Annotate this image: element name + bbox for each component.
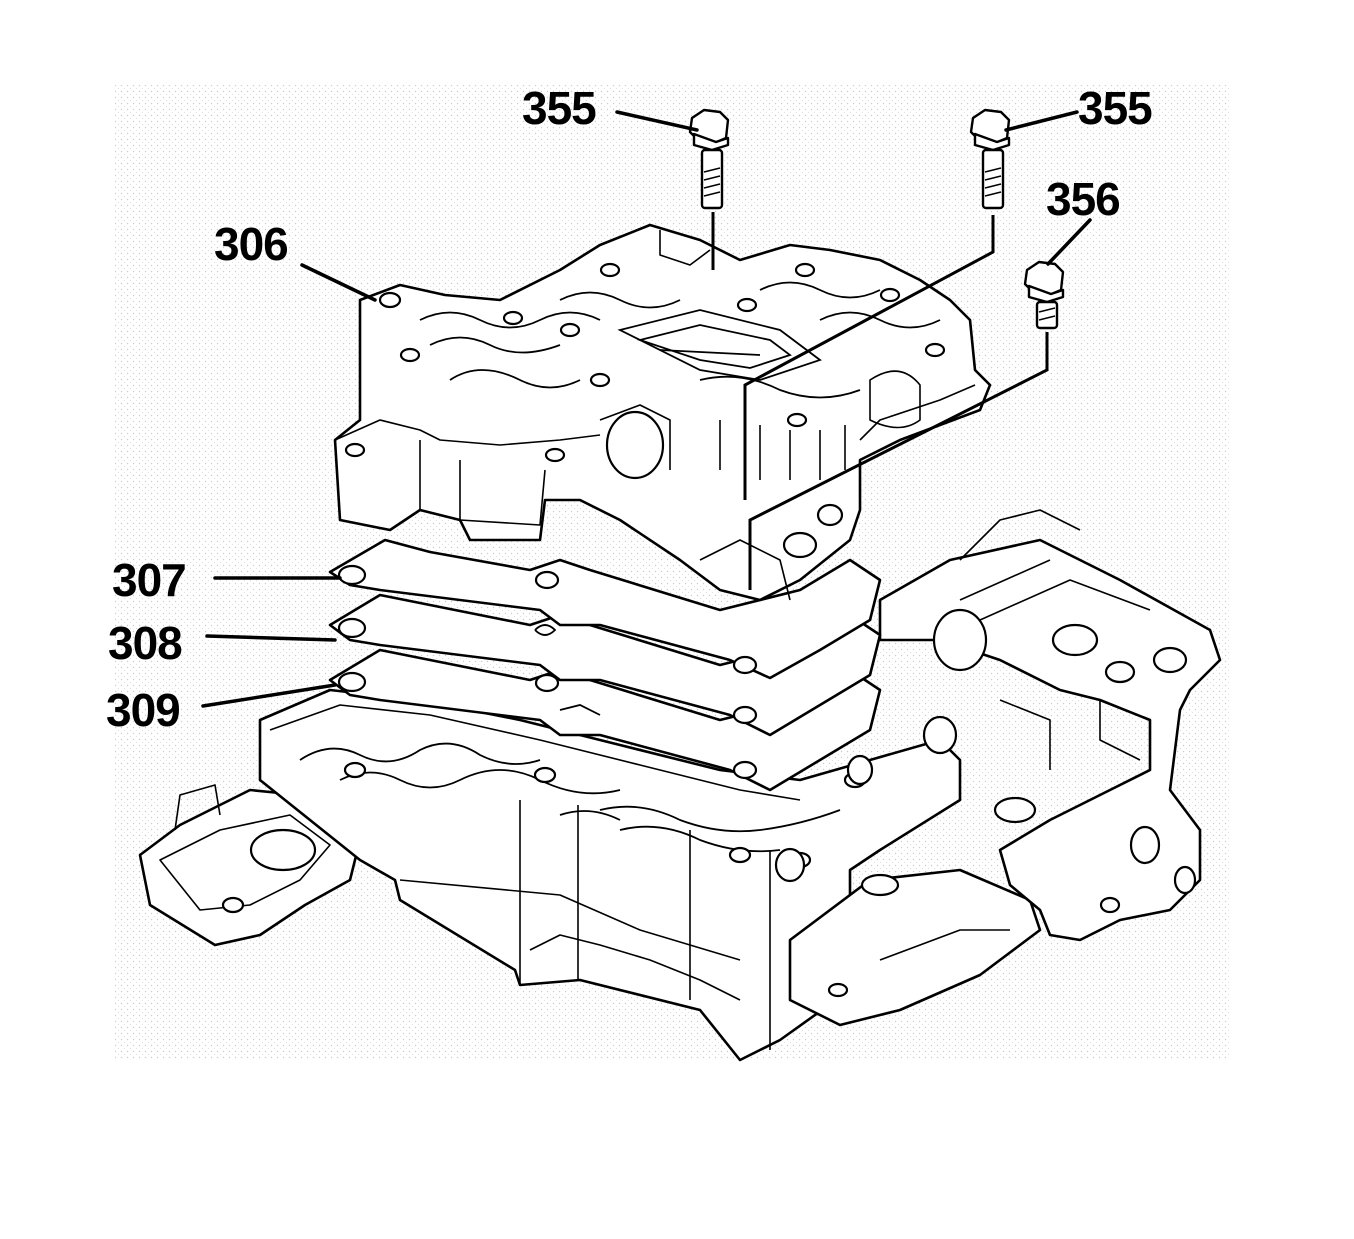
callout-leaders xyxy=(201,110,1092,708)
bolt-355-right-graphic xyxy=(743,108,1011,500)
callout-355-right: 355 xyxy=(1078,82,1152,134)
callout-labels: 355 355 356 306 307 308 309 xyxy=(106,82,1153,736)
gasket-308 xyxy=(328,593,882,737)
bolt-355-left-graphic xyxy=(688,108,730,270)
callout-306: 306 xyxy=(214,218,288,270)
bolt-356-graphic xyxy=(748,260,1065,590)
upper-valve-body-306 xyxy=(333,223,992,602)
callout-307: 307 xyxy=(112,554,186,606)
callout-309: 309 xyxy=(106,684,180,736)
callout-355-left: 355 xyxy=(522,82,596,134)
callout-308: 308 xyxy=(108,617,182,669)
callout-356: 356 xyxy=(1046,173,1120,225)
plate-309 xyxy=(328,648,882,792)
plate-307 xyxy=(328,538,882,680)
